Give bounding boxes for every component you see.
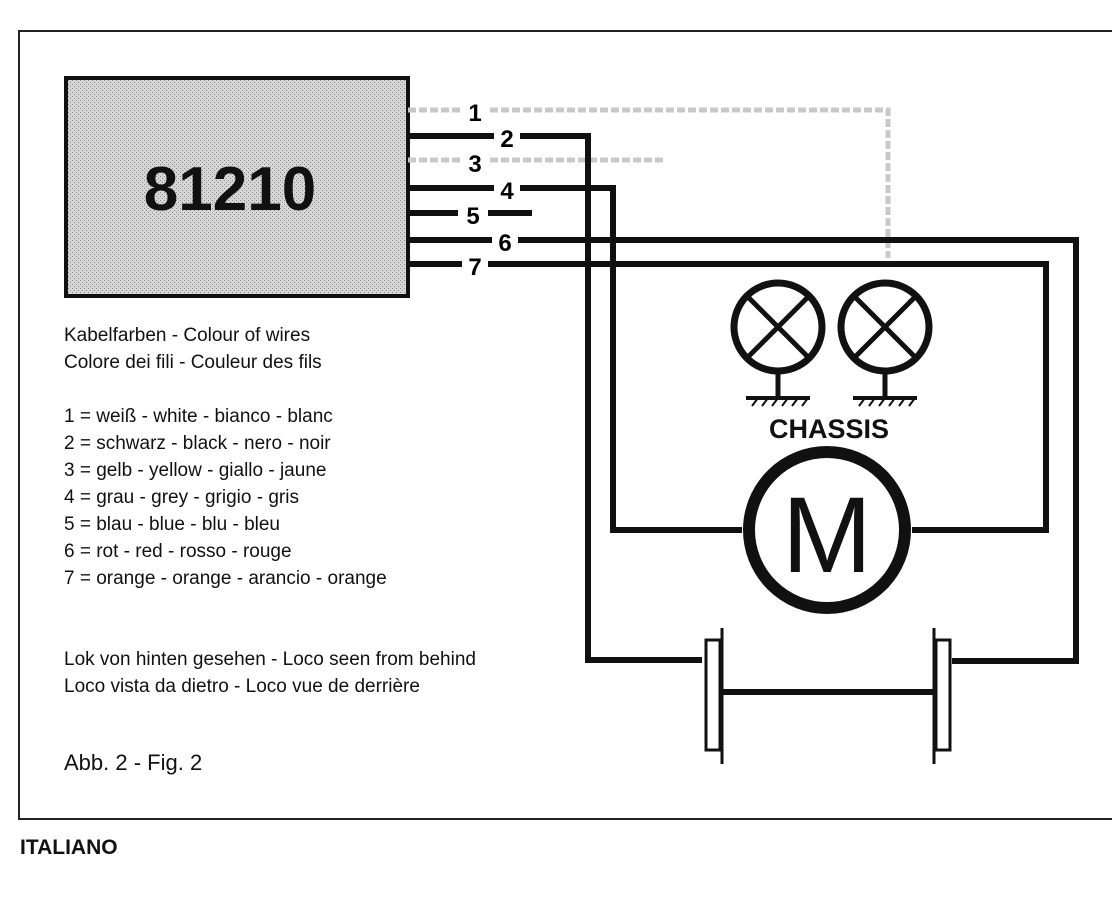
lamp-left	[730, 279, 826, 407]
decoder-module: 81210	[64, 76, 410, 298]
motor: M	[743, 446, 911, 614]
section-heading: ITALIANO	[20, 836, 118, 859]
list-item: 5 = blau - blue - blu - bleu	[64, 514, 280, 535]
view-note-line-1: Lok von hinten gesehen - Loco seen from …	[64, 649, 476, 670]
wire-number-7: 7	[468, 254, 481, 281]
list-item: 6 = rot - red - rosso - rouge	[64, 541, 292, 562]
wire-number-3: 3	[468, 151, 481, 178]
module-label: 81210	[144, 155, 316, 224]
wire-color-list: 1 = weiß - white - bianco - blanc 2 = sc…	[64, 403, 387, 592]
lamp-right	[837, 279, 933, 407]
wire-number-5: 5	[466, 203, 479, 230]
wire-1: 1	[408, 100, 891, 258]
wire-4: 4	[408, 178, 742, 533]
wire-number-2: 2	[500, 126, 513, 153]
view-note-line-2: Loco vista da dietro - Loco vue de derri…	[64, 676, 420, 697]
legend-title-line-1: Kabelfarben - Colour of wires	[64, 325, 311, 346]
figure-frame	[18, 30, 1112, 820]
wheelset	[704, 628, 952, 764]
wire-colors-title: Kabelfarben - Colour of wires Colore dei…	[64, 322, 322, 376]
wire-number-6: 6	[498, 230, 511, 257]
figure-label: Abb. 2 - Fig. 2	[64, 750, 203, 775]
wire-7: 7	[408, 254, 1049, 533]
list-item: 4 = grau - grey - grigio - gris	[64, 487, 299, 508]
wire-5: 5	[408, 203, 532, 230]
wire-2: 2	[408, 126, 702, 663]
chassis-label: CHASSIS	[769, 414, 889, 444]
wire-number-1: 1	[468, 100, 481, 127]
motor-label: M	[782, 474, 872, 595]
wire-3: 3	[408, 151, 665, 178]
list-item: 3 = gelb - yellow - giallo - jaune	[64, 460, 327, 481]
view-note: Lok von hinten gesehen - Loco seen from …	[64, 646, 476, 700]
list-item: 1 = weiß - white - bianco - blanc	[64, 406, 333, 427]
list-item: 2 = schwarz - black - nero - noir	[64, 433, 331, 454]
wire-number-4: 4	[500, 178, 514, 205]
legend-title-line-2: Colore dei fili - Couleur des fils	[64, 352, 322, 373]
list-item: 7 = orange - orange - arancio - orange	[64, 568, 387, 589]
wire-6: 6	[408, 230, 1079, 664]
